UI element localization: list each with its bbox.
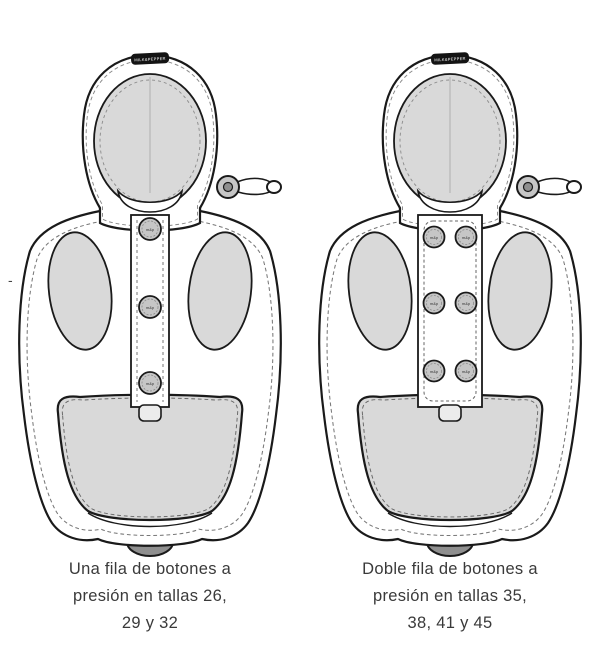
snap-button: m&p	[422, 225, 446, 249]
svg-text:m&p: m&p	[462, 369, 471, 374]
brand-tag: MILK&PEPPER	[130, 52, 170, 65]
svg-text:m&p: m&p	[430, 301, 439, 306]
body-stitch-line	[26, 220, 274, 536]
left-garment-figure: MILK&PEPPER m&p m&p	[0, 0, 300, 560]
hood-lining-stitch	[399, 79, 501, 203]
hood-lining-stitch	[99, 79, 201, 203]
side-panel-left	[47, 231, 113, 351]
cord-lock-hole	[222, 181, 234, 193]
svg-text:m&p: m&p	[430, 235, 439, 240]
caption-line: 38, 41 y 45	[407, 614, 493, 632]
caption-line: Doble fila de botones a	[362, 560, 538, 578]
drawcord-tip	[566, 180, 582, 194]
snap-button: m&p	[138, 295, 162, 319]
cord-lock-hole	[522, 181, 534, 193]
svg-text:m&p: m&p	[462, 301, 471, 306]
snap-button: m&p	[454, 359, 478, 383]
chin-flap	[416, 188, 484, 213]
back-flap-stitch	[61, 397, 239, 518]
snap-button: m&p	[422, 359, 446, 383]
caption-line: 29 y 32	[121, 614, 179, 632]
stray-dash: -	[8, 272, 13, 288]
hem-line	[87, 512, 213, 528]
back-flap-stitch	[361, 397, 539, 518]
body-stitch-line	[326, 220, 574, 536]
brand-tag-text: MILK&PEPPER	[434, 56, 466, 63]
chin-flap	[116, 188, 184, 213]
svg-text:m&p: m&p	[146, 381, 155, 386]
snap-button: m&p	[422, 291, 446, 315]
svg-text:m&p: m&p	[146, 227, 155, 232]
snap-button: m&p	[454, 291, 478, 315]
placket-tab	[438, 404, 462, 422]
placket-tab	[138, 404, 162, 422]
caption-line: Una fila de botones a	[68, 560, 232, 578]
caption-line: presión en tallas 26,	[73, 587, 227, 605]
brand-tag: MILK&PEPPER	[430, 52, 470, 65]
right-garment-drawing: MILK&PEPPER m&p m&p	[318, 52, 582, 557]
side-panel-left	[347, 231, 413, 351]
svg-text:m&p: m&p	[462, 235, 471, 240]
snap-button: m&p	[454, 225, 478, 249]
hem-line	[387, 512, 513, 528]
back-flap	[56, 393, 244, 522]
left-caption: Una fila de botones a presión en tallas …	[0, 556, 300, 637]
svg-text:m&p: m&p	[146, 305, 155, 310]
snap-button: m&p	[138, 217, 162, 241]
brand-tag-text: MILK&PEPPER	[134, 56, 166, 63]
left-garment-drawing: MILK&PEPPER m&p m&p	[18, 52, 282, 557]
snap-button: m&p	[138, 371, 162, 395]
right-caption: Doble fila de botones a presión en talla…	[300, 556, 600, 637]
caption-line: presión en tallas 35,	[373, 587, 527, 605]
placket-stitch-outline	[423, 220, 477, 402]
side-panel-right	[187, 231, 253, 351]
right-garment-figure: MILK&PEPPER m&p m&p	[300, 0, 600, 560]
drawcord-tip	[266, 180, 282, 194]
svg-text:m&p: m&p	[430, 369, 439, 374]
back-flap	[356, 393, 544, 522]
side-panel-right	[487, 231, 553, 351]
